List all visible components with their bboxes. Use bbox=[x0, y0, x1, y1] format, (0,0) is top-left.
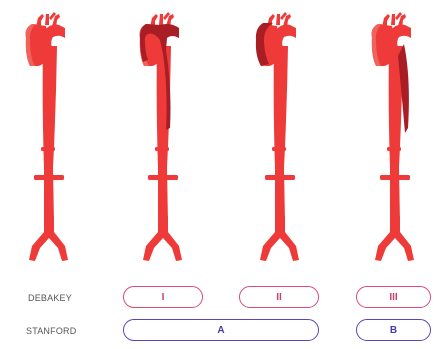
debakey-type-i-pill: I bbox=[123, 286, 203, 308]
stanford-label: STANFORD bbox=[26, 326, 76, 336]
debakey-type-ii-pill: II bbox=[239, 286, 319, 308]
aorta-normal bbox=[26, 12, 68, 261]
stanford-type-b-pill: B bbox=[356, 319, 431, 341]
debakey-label: DEBAKEY bbox=[28, 293, 72, 303]
aorta-debakey-iii bbox=[372, 12, 414, 261]
stanford-type-a-pill: A bbox=[123, 319, 319, 341]
debakey-type-iii-pill: III bbox=[356, 286, 431, 308]
aorta-debakey-i bbox=[140, 12, 182, 261]
aorta-debakey-ii bbox=[256, 12, 299, 261]
